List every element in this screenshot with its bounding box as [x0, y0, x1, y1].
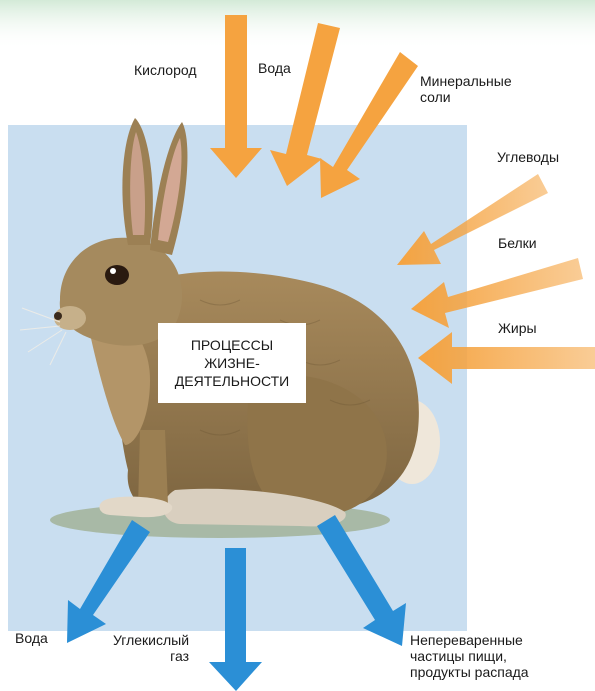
waste-label: Непереваренные частицы пищи, продукты ра… — [410, 632, 529, 680]
minerals-label-line-2: соли — [420, 89, 512, 105]
waste-label-line-1: Непереваренные — [410, 632, 529, 648]
process-label-line-3: ДЕЯТЕЛЬНОСТИ — [175, 372, 289, 390]
oxygen-label: Кислород — [134, 62, 197, 78]
water-out-label: Вода — [15, 630, 48, 646]
proteins-label: Белки — [498, 235, 537, 251]
water-in-label: Вода — [258, 60, 291, 76]
carbohydrates-label: Углеводы — [497, 149, 559, 165]
carbon-dioxide-label-line-2: газ — [113, 648, 189, 664]
minerals-label: Минеральные соли — [420, 73, 512, 105]
life-processes-label: ПРОЦЕССЫ ЖИЗНЕ- ДЕЯТЕЛЬНОСТИ — [158, 323, 306, 403]
fats-arrow — [418, 332, 595, 384]
waste-label-line-3: продукты распада — [410, 664, 529, 680]
minerals-label-line-1: Минеральные — [420, 73, 512, 89]
process-label-line-2: ЖИЗНЕ- — [204, 354, 260, 372]
carbon-dioxide-label-line-1: Углекислый — [113, 632, 189, 648]
fats-label: Жиры — [498, 320, 537, 336]
process-label-line-1: ПРОЦЕССЫ — [191, 336, 273, 354]
top-banner — [0, 0, 595, 50]
carbon-dioxide-label: Углекислый газ — [113, 632, 189, 664]
waste-label-line-2: частицы пищи, — [410, 648, 529, 664]
